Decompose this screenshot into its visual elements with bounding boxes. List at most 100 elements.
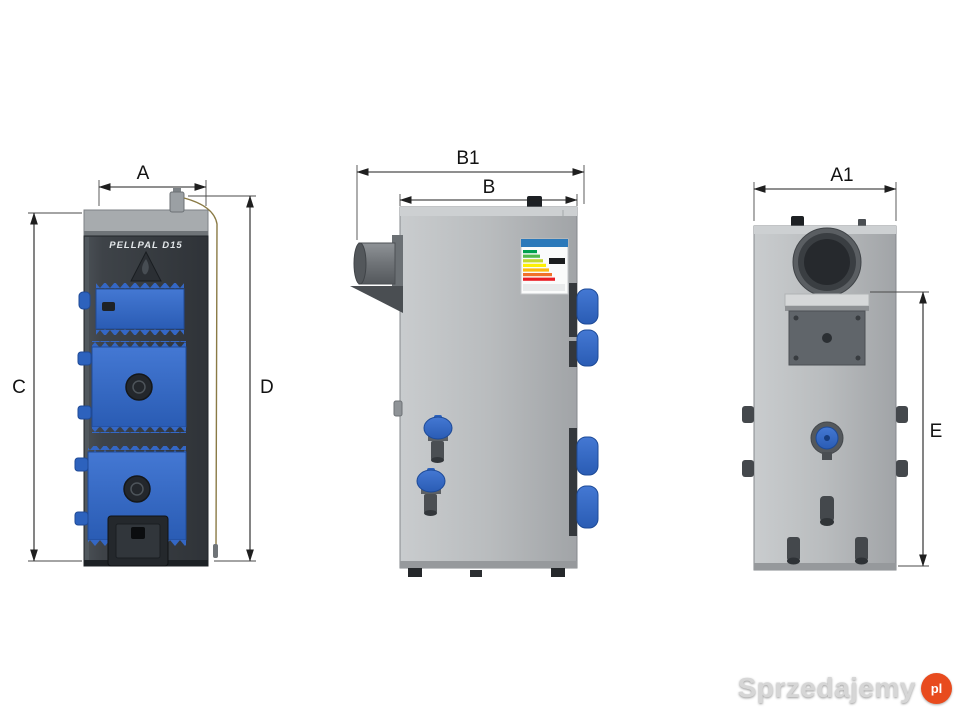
back-bottom-shadow (754, 563, 896, 570)
front-body-highlight (85, 237, 89, 565)
energy-bar-f (523, 273, 552, 277)
front-view: PELLPAL D15 (74, 188, 218, 567)
side-pipe-stub (393, 400, 403, 417)
energy-bar-c (523, 259, 543, 263)
back-stub-bottom-left (787, 537, 800, 561)
back-stub-bottom-left-end (787, 557, 800, 565)
side-top-knob (527, 196, 542, 208)
valve-2-pipe-end (424, 510, 437, 516)
side-handle-4 (576, 485, 599, 529)
side-foot-right (551, 568, 565, 577)
brand-text: PELLPAL D15 (109, 240, 182, 251)
top-door-latch (78, 291, 91, 310)
front-top-edge (84, 231, 208, 236)
middle-door-zigzag-bottom (92, 427, 186, 433)
top-door-zigzag-top (96, 283, 184, 289)
watermark-site-name: Sprzedajemy (737, 672, 916, 703)
back-dimensions: A1 E (753, 165, 942, 567)
energy-rating-arrow (549, 258, 565, 264)
flue-flange (392, 235, 403, 291)
middle-door-hinge-top (77, 351, 92, 366)
valve-1-pipe-end (431, 457, 444, 463)
dim-label-A: A (137, 163, 150, 184)
flue-bracket (350, 286, 403, 313)
capillary-bulb (213, 544, 218, 558)
middle-door-hinge-bottom (77, 405, 92, 420)
side-handle-1 (576, 288, 599, 325)
side-handle-2 (576, 329, 599, 367)
dim-label-C: C (12, 377, 26, 398)
energy-bar-b (523, 254, 540, 258)
bottom-door-zigzag-top (88, 446, 186, 452)
dim-label-B1: B1 (456, 148, 479, 169)
back-valve-stem (822, 452, 832, 460)
plate-bolt-br (855, 355, 861, 361)
middle-door-zigzag-top (92, 341, 186, 347)
valve-1-knob (423, 416, 453, 440)
top-door-handle (102, 302, 115, 311)
flue-pipe-end (353, 242, 367, 285)
plate-center-hole (822, 333, 832, 343)
flue-opening-inner (804, 239, 850, 285)
energy-label-sticker (520, 238, 569, 295)
energy-bar-a (523, 250, 537, 254)
valve-1-pipe (431, 441, 444, 460)
energy-label-header (521, 239, 568, 247)
capillary-wire (183, 197, 218, 549)
back-stub-bottom-right (855, 537, 868, 561)
valve-2-pipe (424, 494, 437, 513)
top-door-zigzag-bottom (96, 329, 184, 335)
side-top-strip (400, 207, 577, 216)
energy-label-footer (523, 284, 565, 291)
bottom-door-hinge-top (74, 457, 89, 472)
dim-label-A1: A1 (830, 165, 853, 186)
plate-bolt-bl (793, 355, 799, 361)
back-center-pipe-end (820, 518, 834, 526)
ash-hatch-door (115, 523, 161, 559)
back-stub-right-upper (896, 406, 908, 423)
thermometer-cap (173, 188, 181, 194)
energy-bar-d (523, 263, 546, 267)
watermark-pl-badge: pl (921, 672, 952, 704)
watermark-sprzedajemy: Sprzedajemy pl (738, 672, 952, 704)
ash-hatch-knob (131, 527, 145, 539)
side-handle-3 (576, 436, 599, 476)
back-stub-right-lower (896, 460, 908, 477)
front-dimensions: A C D (12, 163, 274, 562)
back-stub-bottom-right-end (855, 557, 868, 565)
bottom-door-knob-ring (130, 482, 144, 496)
drain-valve-1 (423, 415, 453, 463)
back-top-knob-small (858, 219, 866, 227)
back-stub-left-upper (742, 406, 754, 423)
valve-2-knob (416, 469, 446, 493)
back-stub-left-lower (742, 460, 754, 477)
door-edge-top (569, 283, 577, 337)
plate-bolt-tl (793, 315, 799, 321)
back-valve-center (824, 435, 830, 441)
back-shelf-shadow (785, 306, 869, 311)
side-foot-middle (470, 570, 482, 577)
back-center-pipe (820, 496, 834, 522)
drain-valve-2 (416, 468, 446, 516)
energy-bar-g (523, 277, 555, 281)
side-dimensions: B1 B (356, 148, 585, 240)
brand-logo-flame (142, 259, 149, 275)
middle-door-knob-ring (132, 380, 146, 394)
back-shelf (784, 293, 870, 307)
dim-label-D: D (260, 377, 274, 398)
thermometer-fitting (169, 191, 185, 213)
back-top-knob (791, 216, 804, 227)
back-view (742, 216, 908, 571)
side-view (350, 196, 599, 577)
energy-bar-e (523, 268, 549, 272)
side-foot-left (408, 568, 422, 577)
bottom-door-hinge-bottom (74, 511, 89, 526)
plate-bolt-tr (855, 315, 861, 321)
door-edge-middle (569, 341, 577, 367)
dim-label-B: B (483, 177, 496, 198)
door-edge-bottom (569, 428, 577, 536)
watermark-tld: pl (930, 680, 943, 696)
side-bottom-shadow (400, 561, 577, 568)
